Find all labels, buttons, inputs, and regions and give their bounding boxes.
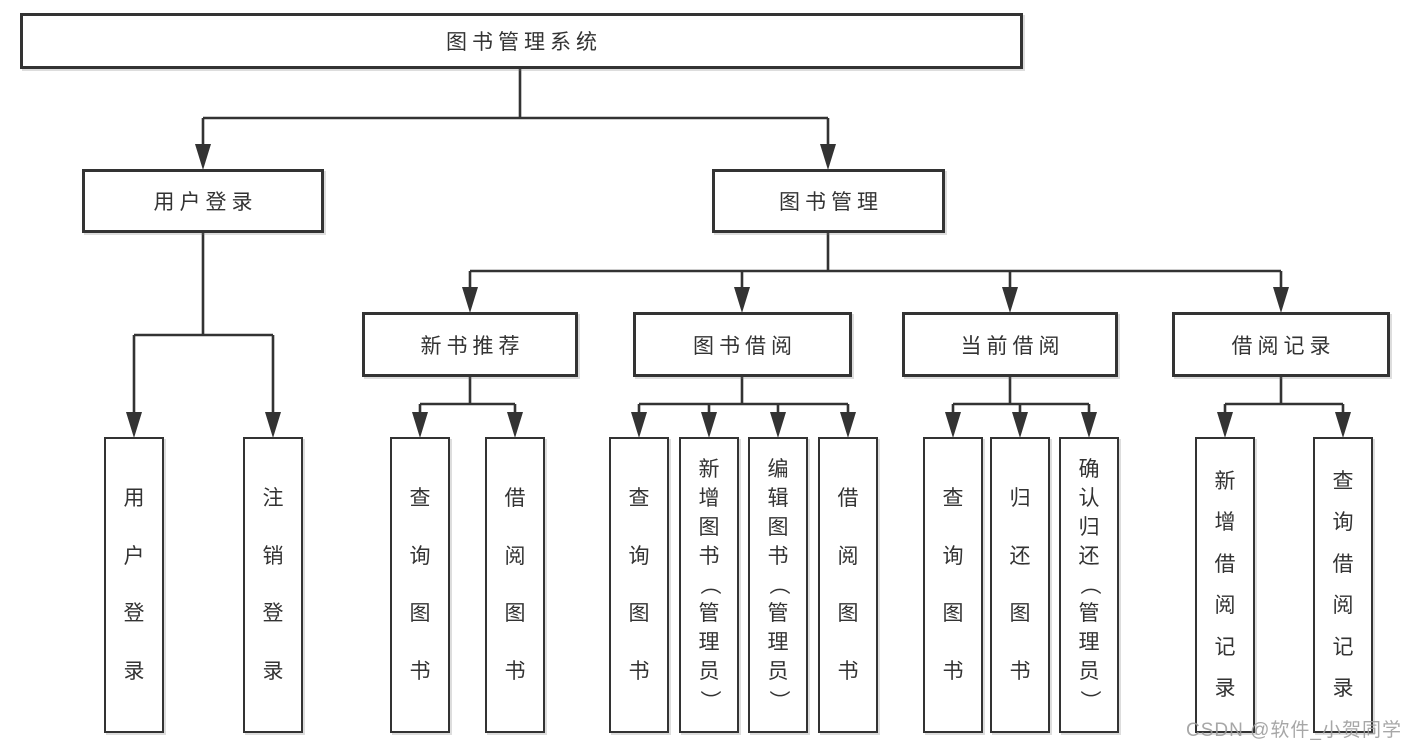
node-current-borrowing: 当前借阅 (902, 312, 1118, 377)
leaf-confirm-return-admin: 确认归还（管理员） (1059, 437, 1119, 733)
node-label: 查询图书 (942, 486, 964, 684)
node-label: 新增借阅记录 (1214, 470, 1236, 700)
node-book-borrowing: 图书借阅 (633, 312, 852, 377)
node-new-book-recommend: 新书推荐 (362, 312, 578, 377)
node-label: 注销登录 (262, 486, 284, 684)
node-label: 归还图书 (1009, 486, 1031, 684)
node-label: 查询图书 (628, 486, 650, 684)
node-label: 确认归还（管理员） (1077, 457, 1101, 712)
node-label: 当前借阅 (960, 334, 1065, 358)
node-label: 查询图书 (409, 486, 431, 684)
leaf-return-books: 归还图书 (990, 437, 1050, 733)
node-label: 借阅记录 (1231, 334, 1336, 358)
arrowheads (126, 144, 1351, 438)
node-label: 新增图书（管理员） (697, 457, 721, 712)
node-label: 图书管理 (779, 191, 883, 214)
leaf-query-books-borrowing: 查询图书 (609, 437, 669, 733)
node-label: 查询借阅记录 (1332, 470, 1354, 700)
leaf-edit-books-admin: 编辑图书（管理员） (748, 437, 808, 733)
node-label: 用户登录 (123, 486, 145, 684)
node-label: 借阅图书 (837, 486, 859, 684)
leaf-query-borrow-record: 查询借阅记录 (1313, 437, 1373, 733)
node-book-management-branch: 图书管理 (712, 169, 945, 233)
leaf-borrow-books-recommend: 借阅图书 (485, 437, 545, 733)
leaf-query-books-current: 查询图书 (923, 437, 983, 733)
leaf-logout: 注销登录 (243, 437, 303, 733)
node-label: 新书推荐 (420, 334, 525, 358)
node-label: 编辑图书（管理员） (766, 457, 790, 712)
leaf-borrow-books: 借阅图书 (818, 437, 878, 733)
node-label: 用户登录 (153, 191, 258, 214)
node-label: 图书管理系统 (446, 31, 602, 54)
leaf-user-login: 用户登录 (104, 437, 164, 733)
leaf-query-books-recommend: 查询图书 (390, 437, 450, 733)
leaf-add-books-admin: 新增图书（管理员） (679, 437, 739, 733)
node-user-login-branch: 用户登录 (82, 169, 324, 233)
node-library-system-root: 图书管理系统 (20, 13, 1023, 69)
node-borrowing-records: 借阅记录 (1172, 312, 1390, 377)
leaf-add-borrow-record: 新增借阅记录 (1195, 437, 1255, 733)
node-label: 图书借阅 (693, 334, 797, 358)
connector-lines (132, 69, 1345, 416)
node-label: 借阅图书 (504, 486, 526, 684)
csdn-watermark: CSDN @软件_小贺同学 (1186, 720, 1402, 741)
